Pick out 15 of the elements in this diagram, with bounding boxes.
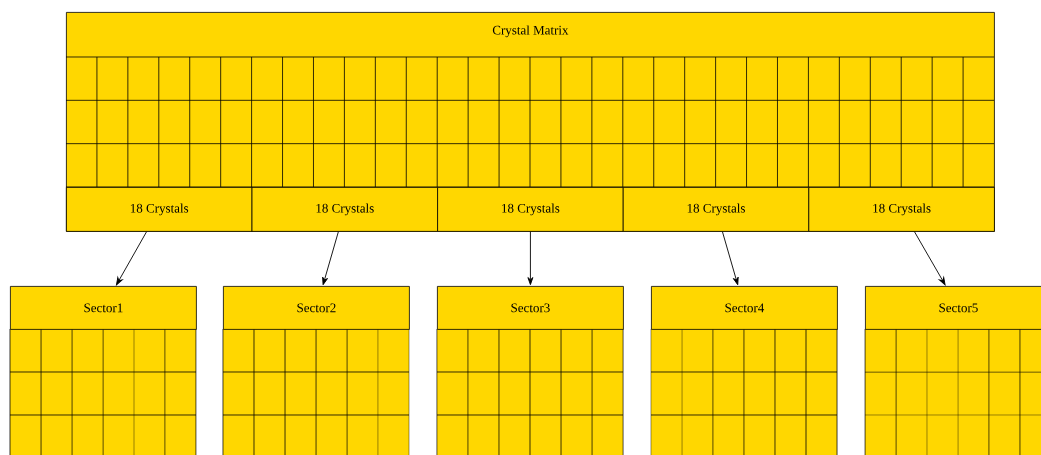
sector-box: Sector3 (437, 286, 624, 330)
sector-box: Sector5 (865, 286, 1041, 330)
crystal-group-cell: 18 Crystals (622, 187, 810, 232)
sector-box: Sector2 (223, 286, 410, 330)
arrow (527, 231, 534, 286)
arrow (914, 231, 946, 286)
sector-box: Sector1 (10, 286, 197, 330)
sector-box: Sector4 (651, 286, 838, 330)
crystal-group-cell: 18 Crystals (437, 187, 624, 232)
crystal-group-cell: 18 Crystals (66, 187, 253, 232)
arrow (722, 231, 739, 286)
arrow (116, 231, 147, 286)
arrow (322, 231, 339, 286)
crystal-group-cell: 18 Crystals (251, 187, 438, 232)
crystal-group-cell: 18 Crystals (808, 187, 995, 232)
